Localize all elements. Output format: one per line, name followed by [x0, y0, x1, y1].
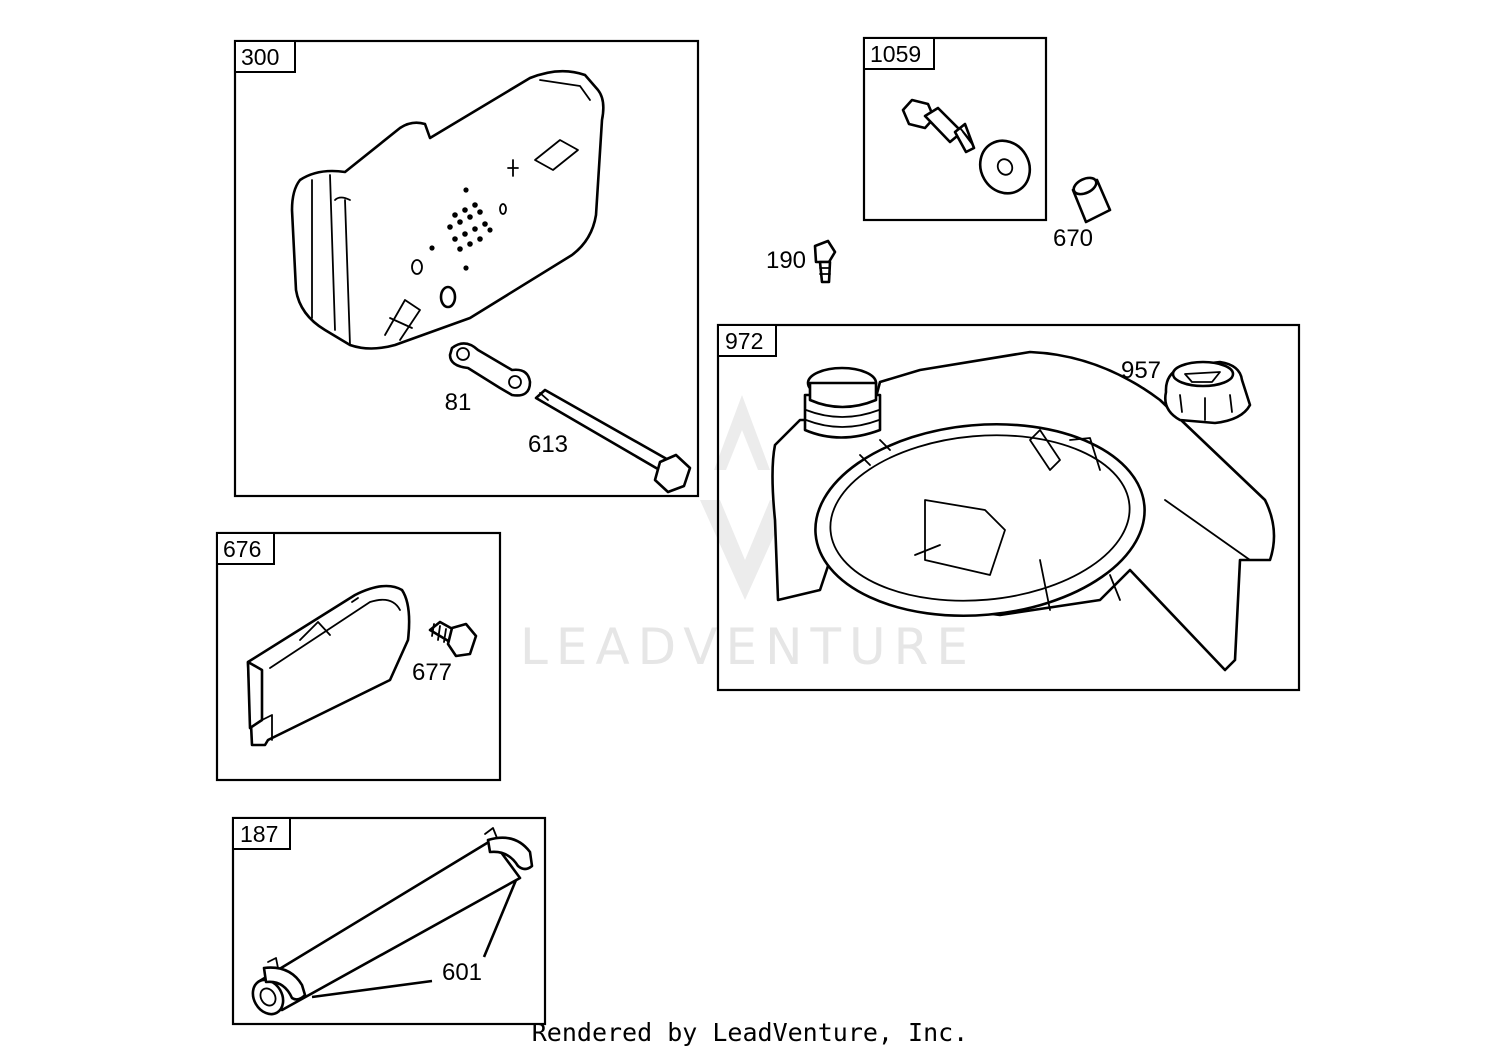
heat-shield-icon	[246, 584, 411, 747]
fuel-tank-icon	[771, 350, 1276, 672]
watermark-text: LEADVENTURE	[520, 618, 976, 676]
gasket-81-icon	[448, 342, 532, 397]
box-972-label: 972	[725, 328, 763, 354]
group-972-tank: 972 957	[716, 323, 1301, 692]
screw-190-icon	[813, 239, 837, 284]
box-187-label: 187	[240, 821, 278, 847]
leader-line-601-b	[482, 879, 518, 958]
box-300-frame	[233, 39, 700, 498]
callout-677: 677	[412, 659, 452, 686]
watermark: LEADVENTURE	[520, 395, 976, 676]
callout-670: 670	[1053, 225, 1093, 252]
group-676-shield: 676 677	[215, 531, 502, 782]
callout-81: 81	[445, 389, 472, 416]
box-1059-frame	[862, 36, 1048, 222]
screw-677-icon	[428, 620, 478, 658]
leader-line-601-a	[311, 979, 433, 999]
box-1059-tab	[863, 37, 935, 70]
fuel-hose-icon	[251, 827, 534, 1016]
group-1059-hardware: 1059	[862, 36, 1048, 222]
callout-613: 613	[528, 431, 568, 458]
shoulder-bolt-icon	[901, 98, 976, 154]
box-676-tab	[216, 532, 275, 565]
spacer-670-icon	[1071, 176, 1112, 224]
leadventure-logo-icon	[700, 395, 790, 600]
box-972-tab	[717, 324, 777, 357]
group-300-muffler: 300	[233, 39, 700, 498]
box-676-label: 676	[223, 536, 261, 562]
callout-957: 957	[1121, 357, 1161, 384]
filler-neck-icon	[803, 366, 882, 439]
muffler-icon	[290, 69, 605, 350]
footer-credit: Rendered by LeadVenture, Inc.	[532, 1018, 969, 1047]
box-1059-label: 1059	[870, 41, 921, 67]
callout-601: 601	[442, 959, 482, 986]
box-300-tab	[234, 40, 296, 73]
group-187-hose: 187 601	[231, 816, 547, 1026]
box-300-label: 300	[241, 44, 279, 70]
fuel-cap-icon	[1164, 360, 1252, 425]
box-187-frame	[231, 816, 547, 1026]
box-676-frame	[215, 531, 502, 782]
box-187-tab	[232, 817, 291, 850]
washer-icon	[978, 139, 1032, 195]
box-972-frame	[716, 323, 1301, 692]
bolt-613-icon	[534, 388, 692, 494]
callout-190: 190	[766, 247, 806, 274]
